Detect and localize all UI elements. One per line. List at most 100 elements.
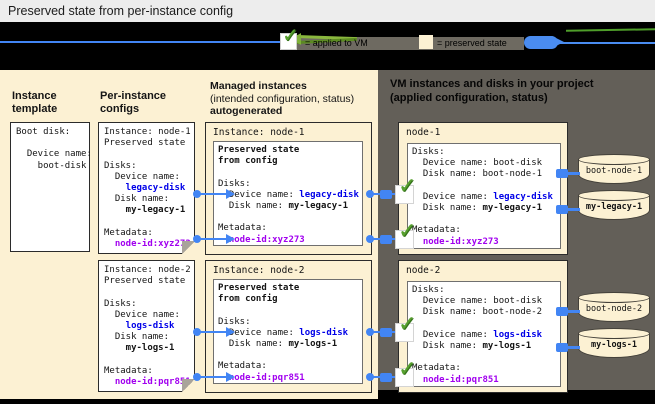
connector-arrowhead [226, 189, 235, 199]
config-subtitle: Preserved state [104, 276, 186, 287]
connector-arrowhead [226, 372, 235, 382]
disks-label: Disks: [218, 316, 251, 327]
disk-link-line [566, 346, 580, 349]
connector-arrowhead [226, 327, 235, 337]
vm-panel-header: VM instances and disks in your project (… [390, 77, 652, 105]
managed-instances-header: Managed instances (intended configuratio… [210, 80, 380, 118]
metadata-value: node-id:pqr851 [412, 374, 499, 385]
connector-line [199, 238, 226, 240]
device-name-line: Device name: legacy-disk [412, 192, 560, 203]
connector-nub [380, 328, 392, 337]
device-name-line: Device name: logs-disk [218, 328, 362, 339]
preserved-state-line: from config [218, 294, 278, 305]
instance-template-box: Boot disk: Device name: boot-disk [10, 122, 92, 252]
disk-name-value: my-legacy-1 [288, 200, 349, 211]
config-title: Instance: node-1 [104, 127, 191, 137]
blank-line [218, 212, 362, 223]
blank-line [104, 149, 194, 160]
diagram-title-bar: Preserved state from per-instance config [0, 0, 655, 22]
disk-link-line [566, 208, 580, 211]
managed-instance-box-node1: Instance: node-1 Preserved state from co… [205, 122, 372, 255]
blank-line [412, 214, 560, 225]
preserved-state-line: from config [218, 156, 278, 167]
managed-preserved-state-box: Preserved state from config Disks: Devic… [213, 279, 363, 384]
device-name-value: logs-disk [299, 327, 349, 338]
managed-preserved-state-box: Preserved state from config Disks: Devic… [213, 141, 363, 246]
check-icon: ✓ [398, 174, 417, 199]
blank-line [104, 287, 194, 298]
boot-device-line: Device name: boot-disk [412, 158, 543, 169]
disk-label: my-logs-1 [590, 340, 638, 350]
template-line: boot-disk [16, 160, 87, 171]
cylinder-top [577, 190, 650, 201]
disk-name-line: Disk name: my-logs-1 [218, 339, 362, 350]
disk-name-label: Disk name: [218, 338, 289, 349]
disk-link-nub [556, 307, 568, 316]
blank-line [412, 181, 560, 192]
metadata-label: Metadata: [104, 365, 153, 376]
blank-line [218, 305, 362, 316]
connector-dot [193, 235, 201, 243]
disk-label: boot-node-2 [585, 304, 643, 314]
connector-dot [366, 328, 374, 336]
disk-name-value: my-logs-1 [104, 343, 175, 354]
device-name-label: Device name: [218, 189, 300, 200]
blank-line [412, 352, 560, 363]
applied-checkbox-icon: ✓ [395, 314, 416, 342]
disks-label: Disks: [218, 178, 251, 189]
metadata-label: Metadata: [218, 361, 267, 372]
config-title: Instance: node-2 [104, 265, 191, 275]
check-icon: ✓ [398, 357, 417, 382]
connector-nub [380, 190, 392, 199]
preserved-state-line: Preserved state [218, 145, 300, 155]
boot-device-line: Device name: boot-disk [412, 296, 543, 307]
metadata-value: node-id:xyz273 [218, 234, 305, 245]
connector-dot [193, 373, 201, 381]
disk-name-label: Disk name: [412, 202, 483, 213]
device-name-label: Device name: [104, 171, 180, 182]
disk-name-label: Disk name: [104, 332, 170, 343]
cylinder-top [577, 292, 650, 303]
metadata-value: node-id:pqr851 [104, 376, 191, 387]
per-instance-config-box-node2: Instance: node-2 Preserved state Disks: … [98, 260, 195, 392]
device-name-label: Device name: [104, 309, 180, 320]
legend-applied-label: = applied to VM [305, 38, 368, 48]
blank-line [218, 167, 362, 178]
vm-detail-box: Disks: Device name: boot-disk Disk name:… [407, 143, 561, 249]
device-name-value: legacy-disk [299, 189, 359, 200]
connector-dot [193, 328, 201, 336]
vm-detail-box: Disks: Device name: boot-disk Disk name:… [407, 281, 561, 387]
metadata-value: node-id:pqr851 [218, 372, 305, 383]
disk-link-nub [556, 205, 568, 214]
connector-dot [366, 190, 374, 198]
metadata-label: Metadata: [412, 363, 461, 374]
blank-line [104, 217, 194, 228]
disk-name-value: my-legacy-1 [104, 205, 186, 216]
disk-cylinder-icon: my-legacy-1 [577, 190, 650, 220]
applied-checkbox-icon: ✓ [395, 176, 416, 204]
disk-name-line: Disk name: my-logs-1 [412, 341, 560, 352]
disk-name-line: Disk name: my-legacy-1 [218, 201, 362, 212]
cylinder-top [577, 154, 650, 165]
metadata-label: Metadata: [104, 227, 153, 238]
check-icon: ✓ [398, 219, 417, 244]
check-icon: ✓ [398, 312, 417, 337]
disk-name-label: Disk name: [104, 194, 170, 205]
legend-reference-icon [524, 36, 558, 49]
connector-arrowhead [226, 234, 235, 244]
disks-label: Disks: [412, 285, 445, 295]
connector-line [199, 193, 226, 195]
legend-blue-line-left [0, 41, 282, 43]
per-instance-configs-header: Per-instance configs [100, 90, 167, 115]
managed-header-line1: Managed instances [210, 80, 307, 92]
disk-link-nub [556, 343, 568, 352]
legend-green-line-right [565, 28, 655, 32]
template-line: Boot disk: [16, 127, 71, 137]
connector-dot [366, 373, 374, 381]
legend-blue-line-right [556, 42, 655, 44]
disk-label: my-legacy-1 [585, 202, 643, 212]
connector-dot [366, 235, 374, 243]
disks-label: Disks: [104, 160, 137, 171]
boot-disk-line: Disk name: boot-node-2 [412, 307, 543, 318]
vm-box-node1: node-1 Disks: Device name: boot-disk Dis… [398, 122, 568, 255]
